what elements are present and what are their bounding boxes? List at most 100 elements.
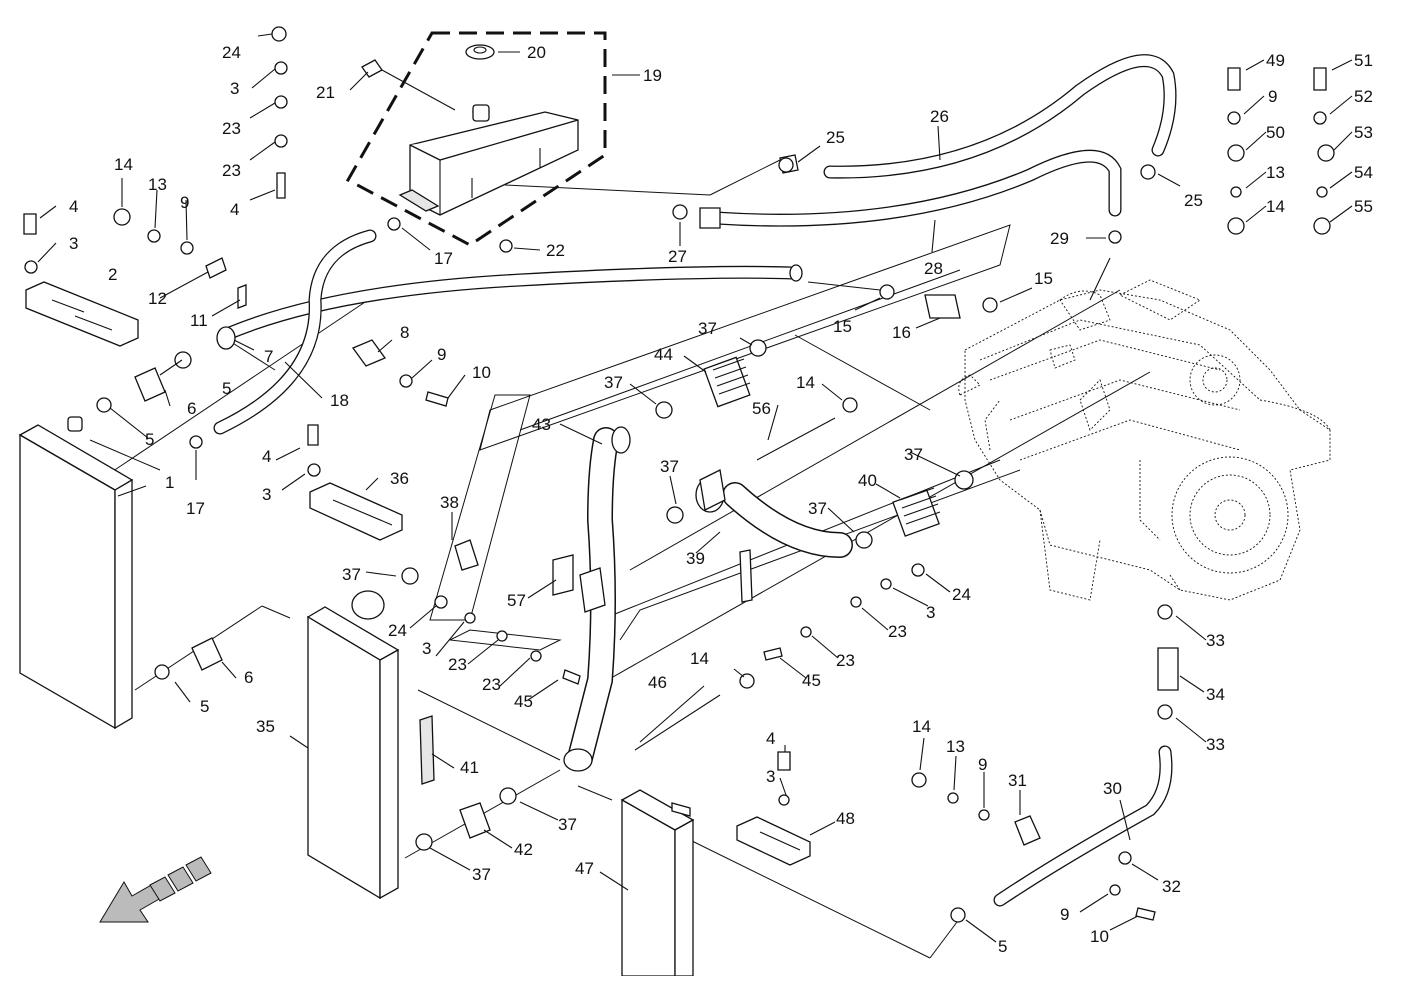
brackets <box>25 257 1041 866</box>
callout-39: 39 <box>686 549 705 568</box>
leader-lines <box>37 33 1353 943</box>
callout-1: 1 <box>165 473 174 492</box>
callout-16: 16 <box>892 323 911 342</box>
callout-23: 23 <box>836 651 855 670</box>
engine-block <box>958 279 1331 601</box>
callout-33: 33 <box>1206 631 1225 650</box>
callout-27: 27 <box>668 247 687 266</box>
callout-24: 24 <box>952 585 971 604</box>
callout-55: 55 <box>1354 197 1373 216</box>
callout-41: 41 <box>460 758 479 777</box>
callout-33: 33 <box>1206 735 1225 754</box>
callout-51: 51 <box>1354 51 1373 70</box>
callout-25: 25 <box>1184 191 1203 210</box>
clip-31-icon <box>1014 815 1041 846</box>
callout-4: 4 <box>766 729 775 748</box>
callout-13: 13 <box>1266 163 1285 182</box>
callout-48: 48 <box>836 809 855 828</box>
callout-13: 13 <box>946 737 965 756</box>
callout-6: 6 <box>187 399 196 418</box>
callout-37: 37 <box>660 457 679 476</box>
callout-49: 49 <box>1266 51 1285 70</box>
bracket-2-icon <box>25 281 139 347</box>
callout-14: 14 <box>1266 197 1285 216</box>
callout-12: 12 <box>148 289 167 308</box>
expansion-tank-assembly <box>345 31 607 253</box>
callout-36: 36 <box>390 469 409 488</box>
callout-52: 52 <box>1354 87 1373 106</box>
callout-10: 10 <box>472 363 491 382</box>
callout-37: 37 <box>472 865 491 884</box>
hoses <box>213 54 1177 907</box>
callout-56: 56 <box>752 399 771 418</box>
callout-23: 23 <box>222 119 241 138</box>
callout-8: 8 <box>400 323 409 342</box>
bracket-48-icon <box>736 816 811 866</box>
callout-45: 45 <box>802 671 821 690</box>
callout-37: 37 <box>342 565 361 584</box>
strip-41-icon <box>419 715 435 785</box>
callout-5: 5 <box>145 430 154 449</box>
callout-3: 3 <box>422 639 431 658</box>
plug-22-icon <box>499 239 513 253</box>
callout-23: 23 <box>888 622 907 641</box>
callout-19: 19 <box>643 66 662 85</box>
callout-14: 14 <box>690 649 709 668</box>
callout-32: 32 <box>1162 877 1181 896</box>
callout-37: 37 <box>904 445 923 464</box>
bracket-36-icon <box>309 482 403 541</box>
frame-outline-sketch <box>429 224 1021 651</box>
sleeve-34-icon <box>1157 647 1179 691</box>
callout-10: 10 <box>1090 927 1109 946</box>
callout-23: 23 <box>222 161 241 180</box>
callout-5: 5 <box>998 937 1007 956</box>
callout-42: 42 <box>514 840 533 859</box>
callout-labels: 24 3 23 23 4 21 20 19 22 17 4 3 14 13 9 … <box>69 43 1373 956</box>
callout-14: 14 <box>796 373 815 392</box>
callout-13: 13 <box>148 175 167 194</box>
callout-3: 3 <box>766 767 775 786</box>
callout-9: 9 <box>437 345 446 364</box>
callout-20: 20 <box>527 43 546 62</box>
callout-23: 23 <box>448 655 467 674</box>
callout-6: 6 <box>244 668 253 687</box>
callout-17: 17 <box>434 249 453 268</box>
callout-14: 14 <box>114 155 133 174</box>
callout-28: 28 <box>924 259 943 278</box>
callout-4: 4 <box>69 197 78 216</box>
callout-15: 15 <box>1034 269 1053 288</box>
callout-24: 24 <box>222 43 241 62</box>
callout-46: 46 <box>648 673 667 692</box>
callout-2: 2 <box>108 265 117 284</box>
callout-3: 3 <box>926 603 935 622</box>
callout-5: 5 <box>200 697 209 716</box>
callout-14: 14 <box>912 717 931 736</box>
callout-37: 37 <box>698 319 717 338</box>
callout-25: 25 <box>826 128 845 147</box>
clip-11-icon <box>237 284 247 309</box>
small-parts <box>23 26 1335 923</box>
callout-35: 35 <box>256 717 275 736</box>
callout-44: 44 <box>654 345 673 364</box>
clip-8-icon <box>351 339 387 367</box>
callout-3: 3 <box>230 79 239 98</box>
callout-31: 31 <box>1008 771 1027 790</box>
callout-45: 45 <box>514 692 533 711</box>
callout-3: 3 <box>262 485 271 504</box>
callout-5: 5 <box>222 379 231 398</box>
callout-22: 22 <box>546 241 565 260</box>
callout-24: 24 <box>388 621 407 640</box>
callout-21: 21 <box>316 83 335 102</box>
callout-54: 54 <box>1354 163 1373 182</box>
charge-air-pipes <box>563 426 853 772</box>
callout-11: 11 <box>190 311 208 330</box>
plate-57-icon <box>552 554 574 596</box>
callout-37: 37 <box>808 499 827 518</box>
callout-9: 9 <box>978 755 987 774</box>
callout-7: 7 <box>264 347 273 366</box>
callout-37: 37 <box>604 373 623 392</box>
callout-9: 9 <box>180 193 189 212</box>
callout-26: 26 <box>930 107 949 126</box>
